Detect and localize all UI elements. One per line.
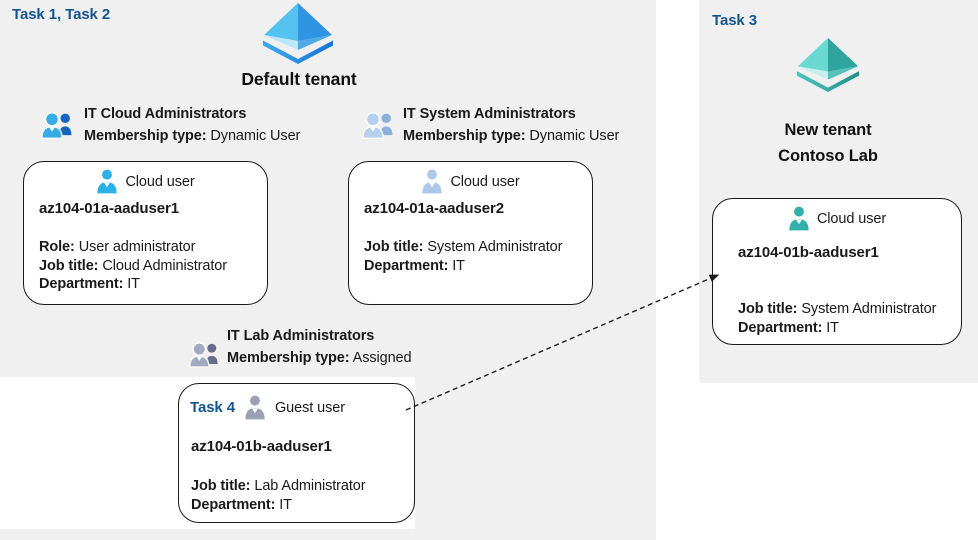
field-row: Job title: Cloud Administrator xyxy=(39,257,227,276)
azure-ad-new-tenant-icon xyxy=(796,37,860,92)
user-name: az104-01a-aaduser1 xyxy=(39,200,179,217)
cloud-user-icon xyxy=(97,169,118,194)
user-fields: Role: User administrator Job title: Clou… xyxy=(39,238,227,294)
card-header: Cloud user xyxy=(24,169,267,194)
task-4-label: Task 4 xyxy=(190,399,235,416)
field-row: Department: IT xyxy=(39,275,227,294)
guest-user-icon xyxy=(245,395,265,420)
group-name: IT Lab Administrators xyxy=(227,328,375,344)
user-fields: Job title: System Administrator Departme… xyxy=(738,300,936,337)
group-header-lab-admins: IT Lab Administrators Membership type: A… xyxy=(227,325,412,369)
field-label: Job title: xyxy=(364,239,424,255)
membership-label: Membership type: xyxy=(403,128,526,144)
card-header: Cloud user xyxy=(713,206,961,231)
field-label: Job title: xyxy=(738,301,798,317)
new-tenant-cloud-user-card: Cloud user az104-01b-aaduser1 Job title:… xyxy=(712,198,962,345)
cloud-user-card-aaduser1: Cloud user az104-01a-aaduser1 Role: User… xyxy=(23,161,268,305)
user-type-label: Guest user xyxy=(275,399,345,416)
user-name: az104-01b-aaduser1 xyxy=(738,244,879,261)
membership-value: Dynamic User xyxy=(529,128,620,144)
field-label: Department: xyxy=(738,319,823,336)
membership-label: Membership type: xyxy=(84,128,207,144)
membership-value: Assigned xyxy=(352,350,412,366)
group-people-icon-lab-admins xyxy=(189,342,218,368)
field-label: Department: xyxy=(39,276,124,292)
azure-ad-tenant-icon xyxy=(263,3,333,64)
field-row: Job title: System Administrator xyxy=(738,300,936,319)
field-row: Department: IT xyxy=(738,319,936,338)
group-membership: Membership type: Dynamic User xyxy=(403,125,619,147)
new-tenant-title-line2: Contoso Lab xyxy=(778,147,878,165)
user-fields: Job title: Lab Administrator Department:… xyxy=(191,477,366,514)
field-row: Job title: System Administrator xyxy=(364,238,562,257)
field-value: IT xyxy=(826,319,839,336)
new-tenant-title-line1: New tenant xyxy=(784,121,872,139)
field-row: Department: IT xyxy=(191,496,366,515)
field-row: Role: User administrator xyxy=(39,238,227,257)
group-name: IT Cloud Administrators xyxy=(84,106,247,122)
membership-label: Membership type: xyxy=(227,350,350,366)
field-row: Job title: Lab Administrator xyxy=(191,477,366,496)
user-name: az104-01a-aaduser2 xyxy=(364,200,504,217)
card-header: Cloud user xyxy=(349,169,592,194)
group-membership: Membership type: Dynamic User xyxy=(84,125,300,147)
field-row: Department: IT xyxy=(364,257,562,276)
field-value: System Administrator xyxy=(801,301,937,317)
field-label: Department: xyxy=(191,496,276,513)
field-value: IT xyxy=(452,257,465,274)
field-label: Job title: xyxy=(39,257,99,274)
card-header: Task 4 Guest user xyxy=(190,395,345,420)
field-value: System Administrator xyxy=(427,239,563,255)
field-value: Lab Administrator xyxy=(254,478,366,494)
default-tenant-title: Default tenant xyxy=(241,69,357,89)
field-value: User administrator xyxy=(78,239,196,255)
group-header-system-admins: IT System Administrators Membership type… xyxy=(403,103,619,147)
cloud-user-icon xyxy=(789,206,809,231)
user-name: az104-01b-aaduser1 xyxy=(191,438,332,455)
field-value: IT xyxy=(127,276,140,292)
user-fields: Job title: System Administrator Departme… xyxy=(364,238,562,275)
user-type-label: Cloud user xyxy=(450,173,520,190)
field-label: Role: xyxy=(39,239,75,255)
field-value: IT xyxy=(279,496,292,513)
task-3-label: Task 3 xyxy=(712,12,757,29)
field-value: Cloud Administrator xyxy=(102,257,227,274)
task-1-2-label: Task 1, Task 2 xyxy=(12,6,111,23)
user-type-label: Cloud user xyxy=(125,173,195,190)
group-membership: Membership type: Assigned xyxy=(227,347,412,369)
field-label: Department: xyxy=(364,257,449,274)
guest-user-card: Task 4 Guest user az104-01b-aaduser1 Job… xyxy=(178,383,415,523)
user-type-label: Cloud user xyxy=(816,210,887,227)
group-people-icon-cloud-admins xyxy=(41,112,72,139)
field-label: Job title: xyxy=(191,478,251,494)
group-people-icon-system-admins xyxy=(362,112,393,139)
group-name: IT System Administrators xyxy=(403,106,576,122)
group-header-cloud-admins: IT Cloud Administrators Membership type:… xyxy=(84,103,300,147)
cloud-user-icon xyxy=(422,169,443,194)
membership-value: Dynamic User xyxy=(210,128,301,144)
cloud-user-card-aaduser2: Cloud user az104-01a-aaduser2 Job title:… xyxy=(348,161,593,305)
